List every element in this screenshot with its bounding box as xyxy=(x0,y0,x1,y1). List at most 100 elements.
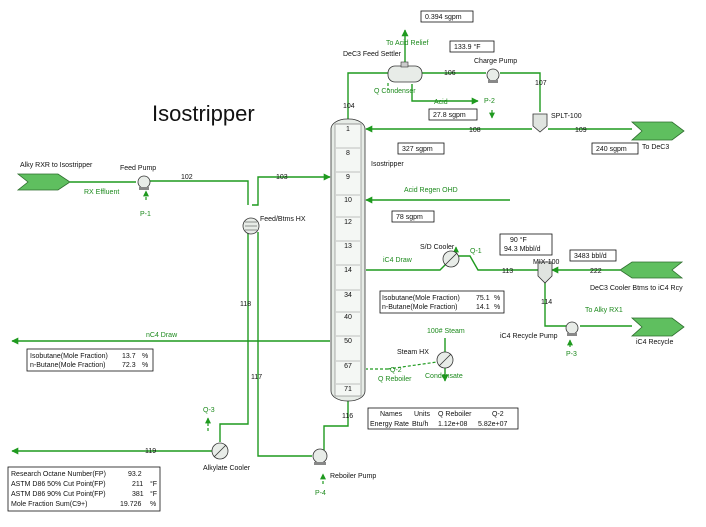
energy-table: Names Units Q Reboiler Q-2 Energy Rate B… xyxy=(367,407,519,430)
stream-lines xyxy=(11,29,632,484)
svg-text:14.1: 14.1 xyxy=(476,304,490,311)
svg-text:Research Octane Number(FP): Research Octane Number(FP) xyxy=(11,471,106,478)
svg-text:72.3: 72.3 xyxy=(122,362,136,369)
svg-text:327 sgpm: 327 sgpm xyxy=(402,146,433,153)
tray-label: 1 xyxy=(346,126,350,133)
svg-text:Mole Fraction Sum(C9+): Mole Fraction Sum(C9+) xyxy=(11,501,87,508)
alky-feed-arrow[interactable] xyxy=(16,173,71,191)
tray-label: 12 xyxy=(344,219,352,226)
svg-text:%: % xyxy=(494,295,500,302)
svg-text:iC4 Draw: iC4 Draw xyxy=(383,257,413,264)
p4-label: P-4 xyxy=(315,490,326,497)
svg-text:%: % xyxy=(142,362,148,369)
svg-text:133.9 °F: 133.9 °F xyxy=(454,43,481,51)
svg-text:ASTM D86 50% Cut Point(FP): ASTM D86 50% Cut Point(FP) xyxy=(11,481,106,488)
q2-label: Q-2 xyxy=(390,367,402,374)
svg-text:Acid: Acid xyxy=(434,99,448,106)
charge-pump[interactable] xyxy=(486,68,500,83)
svg-text:381: 381 xyxy=(132,491,144,498)
svg-text:78 sgpm: 78 sgpm xyxy=(396,214,423,221)
tray-label: 67 xyxy=(344,363,352,370)
sd-cooler[interactable] xyxy=(442,250,460,268)
svg-text:n-Butane(Mole Fraction): n-Butane(Mole Fraction) xyxy=(382,304,457,311)
tray-label: 71 xyxy=(344,386,352,393)
mix-100-label: MIX-100 xyxy=(533,259,560,266)
svg-text:%: % xyxy=(150,501,156,508)
svg-text:Q-2: Q-2 xyxy=(492,411,504,418)
ic4-recycle-pump-label: iC4 Recycle Pump xyxy=(500,333,558,340)
rx-effluent-label: RX Effluent xyxy=(84,189,119,196)
steam-hx[interactable] xyxy=(436,351,454,369)
readout-boxes: 0.394 sgpm 133.9 °F 27.8 sgpm 327 sgpm 2… xyxy=(391,10,639,262)
page-title: Isostripper xyxy=(152,101,255,126)
alkylate-cooler-label: Alkylate Cooler xyxy=(203,465,251,472)
q1-label: Q-1 xyxy=(470,248,482,255)
q3-label: Q-3 xyxy=(203,407,215,414)
svg-text:109: 109 xyxy=(575,127,587,134)
mix-100[interactable] xyxy=(537,261,553,284)
ic4-recycle-pump[interactable] xyxy=(565,321,579,336)
svg-text:Isobutane(Mole Fraction): Isobutane(Mole Fraction) xyxy=(30,353,108,360)
svg-text:Condensate: Condensate xyxy=(425,373,463,380)
svg-text:0.394 sgpm: 0.394 sgpm xyxy=(425,14,462,21)
svg-text:3483 bbl/d: 3483 bbl/d xyxy=(574,253,607,260)
svg-text:5.82e+07: 5.82e+07 xyxy=(478,421,507,428)
reboiler-pump[interactable] xyxy=(312,448,328,465)
alkylate-properties-table: Research Octane Number(FP) 93.2 ASTM D86… xyxy=(7,466,161,512)
tray-label: 14 xyxy=(344,267,352,274)
svg-text:Btu/h: Btu/h xyxy=(412,421,428,428)
svg-text:Q Reboiler: Q Reboiler xyxy=(378,376,412,383)
svg-text:114: 114 xyxy=(541,299,552,306)
svg-text:Energy Rate: Energy Rate xyxy=(370,421,409,428)
ic4-recycle-product[interactable] xyxy=(630,317,685,337)
column-label: Isostripper xyxy=(371,161,404,168)
svg-text:Q Reboiler: Q Reboiler xyxy=(438,411,472,418)
dec3-feed-settler-label: DeC3 Feed Settler xyxy=(343,51,402,58)
svg-text:103: 103 xyxy=(276,174,288,181)
svg-text:100# Steam: 100# Steam xyxy=(427,328,465,335)
svg-text:Isobutane(Mole Fraction): Isobutane(Mole Fraction) xyxy=(382,295,460,302)
svg-text:To Acid Relief: To Acid Relief xyxy=(386,40,428,47)
svg-text:ASTM D86 90% Cut Point(FP): ASTM D86 90% Cut Point(FP) xyxy=(11,491,106,498)
green-labels: To Acid Relief Q Condenser Acid Acid Reg… xyxy=(146,40,623,383)
isostripper-column[interactable] xyxy=(330,118,366,402)
svg-text:%: % xyxy=(142,353,148,360)
feed-btms-hx[interactable] xyxy=(242,217,260,235)
svg-text:119: 119 xyxy=(145,448,156,455)
svg-text:13.7: 13.7 xyxy=(122,353,136,360)
feed-pump[interactable] xyxy=(137,175,151,190)
svg-text:106: 106 xyxy=(444,70,456,77)
svg-text:93.2: 93.2 xyxy=(128,471,142,478)
svg-text:108: 108 xyxy=(469,127,481,134)
p1-label: P-1 xyxy=(140,211,151,218)
sd-cooler-label: S/D Cooler xyxy=(420,244,455,251)
charge-pump-label: Charge Pump xyxy=(474,58,517,65)
svg-text:104: 104 xyxy=(343,103,355,110)
to-dec3-product[interactable] xyxy=(630,121,685,141)
dec3-feed-settler[interactable] xyxy=(387,61,423,83)
feed-btms-hx-label: Feed/Btms HX xyxy=(260,216,306,223)
svg-text:116: 116 xyxy=(342,413,353,420)
alkylate-cooler[interactable] xyxy=(211,442,229,460)
tray-label: 40 xyxy=(344,314,352,321)
alky-rxr-label: Alky RXR to Isostripper xyxy=(20,162,93,169)
tray-label: 9 xyxy=(346,174,350,181)
svg-text:%: % xyxy=(494,304,500,311)
svg-text:117: 117 xyxy=(251,374,262,381)
ic4-recycle-label: iC4 Recycle xyxy=(636,339,673,346)
svg-text:To Alky RX1: To Alky RX1 xyxy=(585,307,623,314)
svg-text:n-Butane(Mole Fraction): n-Butane(Mole Fraction) xyxy=(30,362,105,369)
ic4-composition-table: Isobutane(Mole Fraction) 75.1 % n-Butane… xyxy=(379,290,505,314)
splt-100[interactable] xyxy=(532,113,548,133)
stream-numbers: 102 103 104 106 107 108 109 113 114 116 … xyxy=(145,70,602,455)
tray-label: 10 xyxy=(344,197,352,204)
svg-text:222: 222 xyxy=(590,268,602,275)
svg-text:94.3 Mbbl/d: 94.3 Mbbl/d xyxy=(504,246,541,253)
svg-text:Units: Units xyxy=(414,411,430,418)
dec3-cooler-feed-arrow[interactable] xyxy=(619,261,684,279)
svg-text:107: 107 xyxy=(535,80,547,87)
svg-text:240 sgpm: 240 sgpm xyxy=(596,146,627,153)
dec3-cooler-label: DeC3 Cooler Btms to iC4 Rcy xyxy=(590,285,683,292)
